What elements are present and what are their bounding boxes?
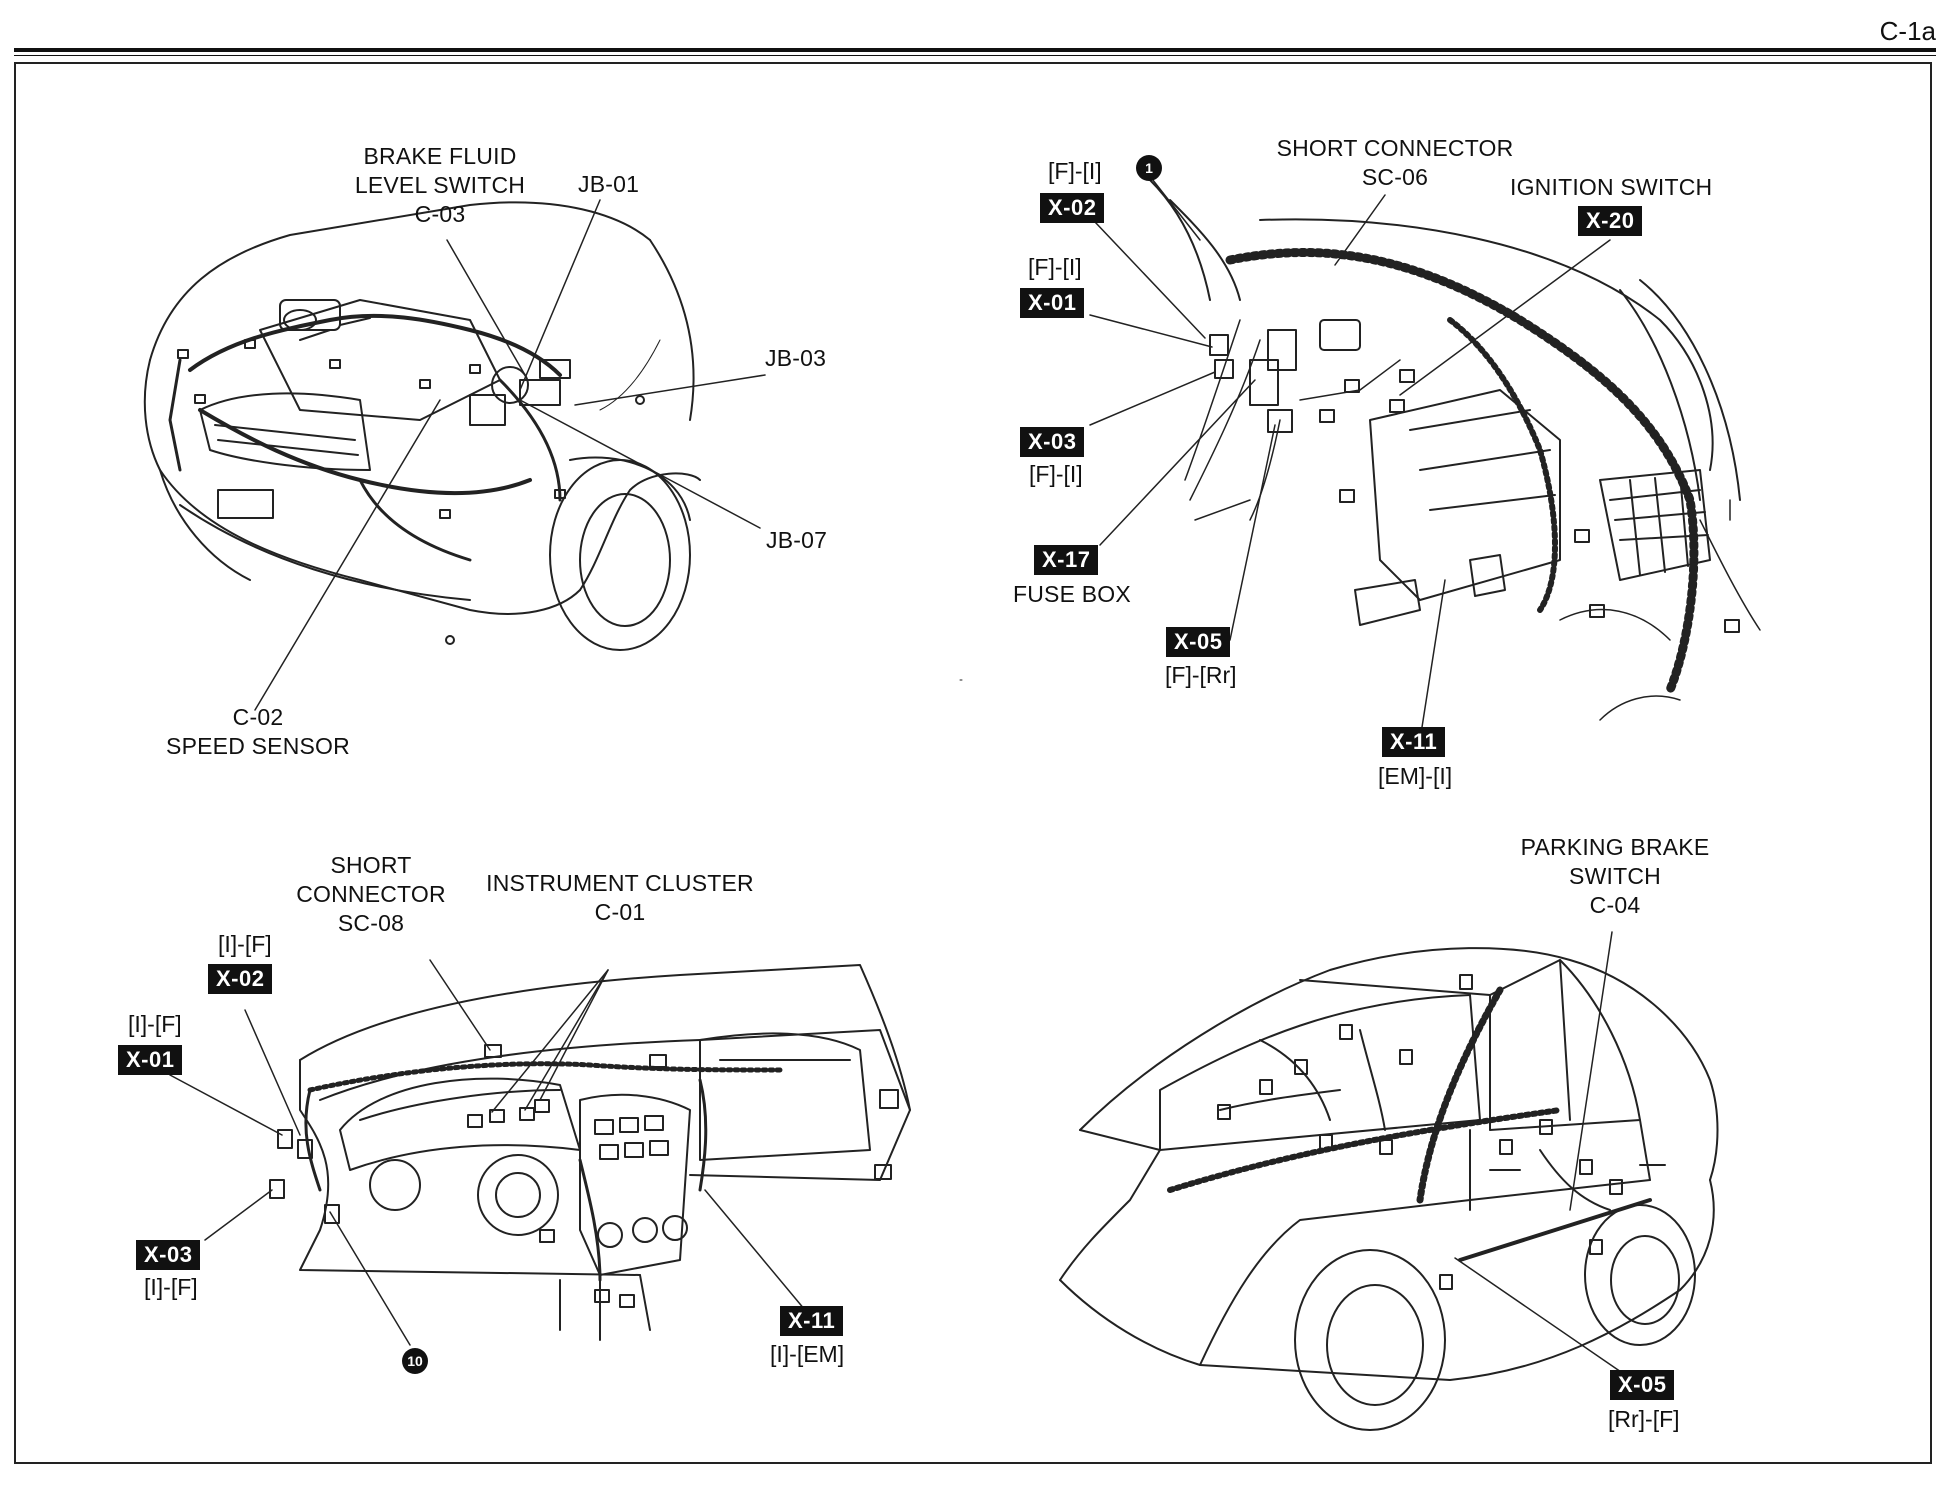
brake-fluid-level-switch-label: BRAKE FLUID LEVEL SWITCH C-03	[350, 142, 530, 229]
connector-tag-x20: X-20	[1578, 206, 1643, 236]
connector-tag-x01-dash: X-01	[118, 1045, 183, 1075]
header-rule-thin	[14, 55, 1936, 56]
speed-sensor-line1: C-02	[232, 704, 284, 730]
header-rule	[14, 48, 1936, 52]
ignition-switch-label: IGNITION SWITCH	[1510, 174, 1713, 200]
diagram-frame	[14, 62, 1932, 1464]
interior-illustration	[1089, 169, 1761, 741]
instrument-cluster-line2: C-01	[594, 899, 646, 925]
fuse-box-label: FUSE BOX	[1013, 581, 1131, 607]
jb-03-label: JB-03	[765, 345, 827, 371]
car-body-illustration	[1059, 931, 1719, 1431]
speed-sensor-label: C-02 SPEED SENSOR	[158, 703, 358, 761]
body-x05-sub-label: [Rr]-[F]	[1608, 1406, 1680, 1432]
sc08-line3: SC-08	[337, 910, 405, 936]
brake-fluid-line3: C-03	[414, 201, 466, 227]
parking-brake-line1: PARKING BRAKE	[1520, 834, 1710, 860]
connector-tag-x03-interior: X-03	[1020, 427, 1085, 457]
parking-brake-switch-label: PARKING BRAKE SWITCH C-04	[1500, 833, 1730, 920]
x02-sub-label: [F]-[I]	[1048, 158, 1102, 184]
x01-sub-label: [F]-[I]	[1028, 254, 1082, 280]
dashboard-illustration	[169, 959, 911, 1346]
location-marker-1: 1	[1136, 155, 1162, 181]
connector-tag-x05-body: X-05	[1610, 1370, 1675, 1400]
x05-sub-label: [F]-[Rr]	[1165, 662, 1237, 688]
connector-tag-x02-dash: X-02	[208, 964, 273, 994]
dash-x11-sub-label: [I]-[EM]	[770, 1341, 845, 1367]
instrument-cluster-line1: INSTRUMENT CLUSTER	[486, 870, 754, 896]
connector-tag-x11-dash: X-11	[780, 1306, 844, 1336]
speed-sensor-line2: SPEED SENSOR	[166, 733, 350, 759]
x11-sub-label: [EM]-[I]	[1378, 763, 1453, 789]
parking-brake-line3: C-04	[1589, 892, 1641, 918]
short-connector-sc08-label: SHORT CONNECTOR SC-08	[286, 851, 456, 938]
connector-tag-x17: X-17	[1034, 545, 1099, 575]
instrument-cluster-label: INSTRUMENT CLUSTER C-01	[480, 869, 760, 927]
dash-x01-sub-label: [I]-[F]	[128, 1011, 182, 1037]
sc08-line2: CONNECTOR	[296, 881, 446, 907]
location-marker-10: 10	[402, 1348, 428, 1374]
dash-x03-sub-label: [I]-[F]	[144, 1274, 198, 1300]
jb-01-label: JB-01	[578, 171, 640, 197]
sc06-line2: SC-06	[1361, 164, 1429, 190]
sc06-line1: SHORT CONNECTOR	[1276, 135, 1514, 161]
x03-sub-label: [F]-[I]	[1029, 461, 1083, 487]
parking-brake-line2: SWITCH	[1569, 863, 1661, 889]
page-code: C-1a	[1879, 16, 1936, 46]
dash-x02-sub-label: [I]-[F]	[218, 931, 272, 957]
engine-bay-illustration	[143, 199, 766, 711]
jb-07-label: JB-07	[766, 527, 828, 553]
connector-tag-x11-interior: X-11	[1382, 727, 1446, 757]
connector-tag-x02: X-02	[1040, 193, 1105, 223]
short-connector-sc06-label: SHORT CONNECTOR SC-06	[1260, 134, 1530, 192]
brake-fluid-line2: LEVEL SWITCH	[354, 172, 526, 198]
connector-tag-x01: X-01	[1020, 288, 1085, 318]
connector-tag-x03-dash: X-03	[136, 1240, 201, 1270]
brake-fluid-line1: BRAKE FLUID	[363, 143, 517, 169]
sc08-line1: SHORT	[330, 852, 412, 878]
connector-tag-x05-interior: X-05	[1166, 627, 1231, 657]
